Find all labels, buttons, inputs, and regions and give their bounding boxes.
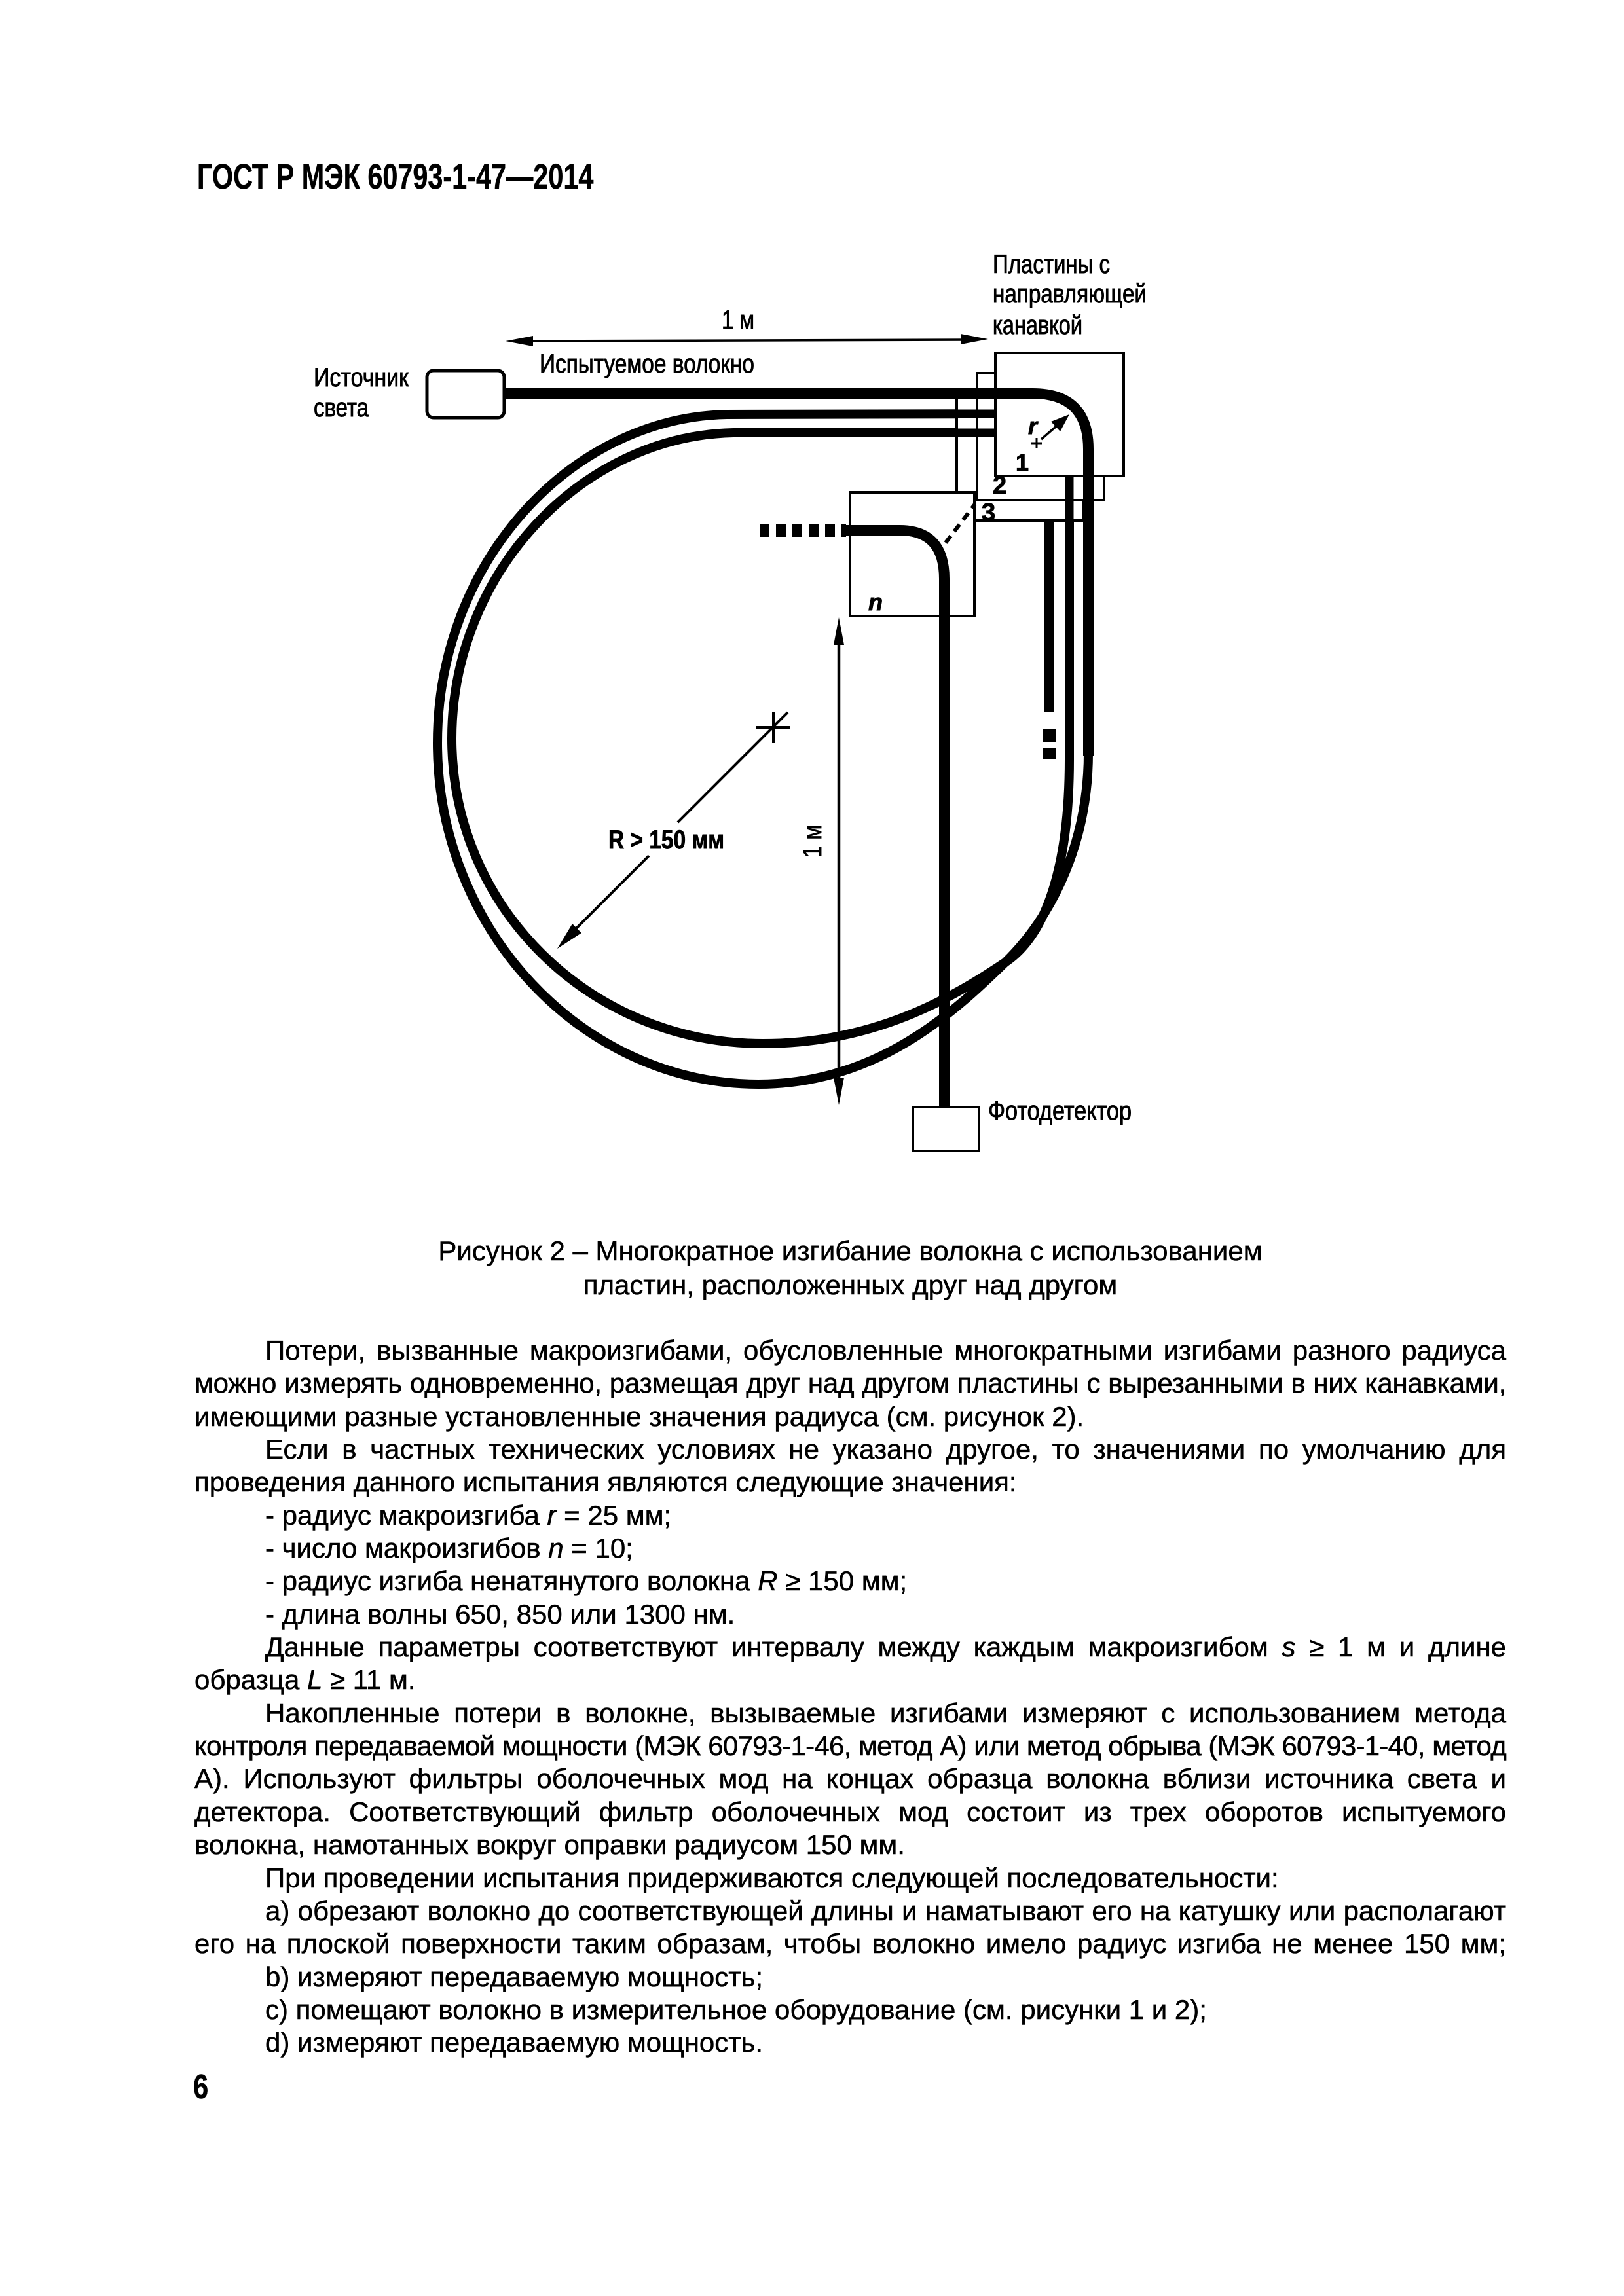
svg-text:Пластины с: Пластины с — [993, 250, 1110, 279]
svg-text:канавкой: канавкой — [993, 311, 1082, 340]
svg-text:1 м: 1 м — [798, 825, 827, 858]
svg-text:R > 150 мм: R > 150 мм — [608, 826, 724, 854]
svg-text:1: 1 — [1016, 449, 1029, 476]
svg-text:1 м: 1 м — [722, 306, 754, 335]
svg-text:света: света — [314, 393, 369, 422]
svg-text:Фотодетектор: Фотодетектор — [988, 1097, 1132, 1125]
svg-text:направляющей: направляющей — [993, 280, 1147, 308]
svg-text:3: 3 — [982, 499, 995, 526]
svg-text:r: r — [1028, 412, 1039, 439]
svg-text:Источник: Источник — [314, 363, 409, 392]
svg-text:2: 2 — [993, 472, 1006, 500]
svg-text:n: n — [868, 589, 883, 615]
svg-text:Испытуемое волокно: Испытуемое волокно — [540, 350, 754, 378]
